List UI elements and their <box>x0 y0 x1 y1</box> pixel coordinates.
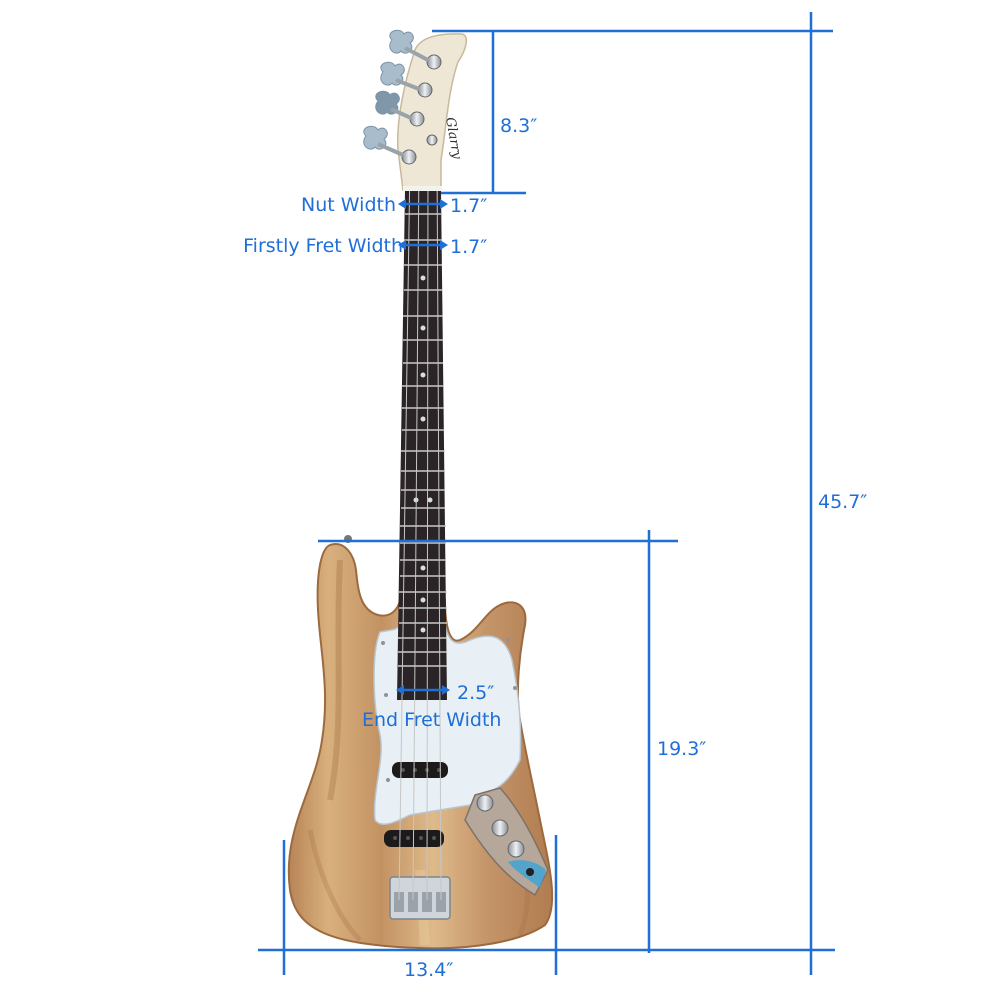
width-arrows <box>396 199 450 695</box>
body-length-label: 19.3″ <box>657 738 707 760</box>
end-fret-width-title: End Fret Width <box>362 709 502 731</box>
end-fret-width-value: 2.5″ <box>457 682 495 704</box>
brand-logo: Glarry <box>442 116 464 161</box>
total-length-label: 45.7″ <box>818 491 868 513</box>
bridge <box>389 876 451 920</box>
control-plate <box>464 787 549 897</box>
nut-width-value: 1.7″ <box>450 195 488 217</box>
dimension-lines <box>258 12 835 975</box>
body-width-label: 13.4″ <box>404 959 454 981</box>
first-fret-width-value: 1.7″ <box>450 236 488 258</box>
headstock-length-label: 8.3″ <box>500 115 538 137</box>
headstock: Glarry <box>363 29 468 191</box>
bridge-pickup <box>384 830 444 847</box>
nut-width-title: Nut Width <box>301 194 396 216</box>
fretboard <box>397 159 447 901</box>
first-fret-width-title: Firstly Fret Width <box>243 235 403 257</box>
